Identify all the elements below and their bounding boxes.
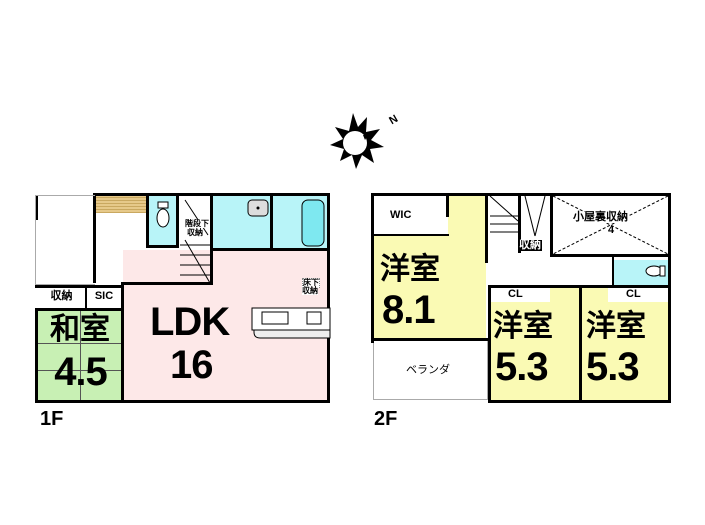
washitsu-name: 和室 — [50, 313, 110, 346]
washitsu-size: 4.5 — [54, 350, 108, 394]
floor-1-plan: 収納 SIC 階段下 収納 床下 収納 和室 4.5 LDK 16 — [30, 190, 360, 405]
floor-1-label: 1F — [40, 408, 64, 430]
wic-label: WIC — [390, 209, 412, 221]
bedroom-a-size: 5.3 — [495, 345, 549, 389]
compass: N — [320, 105, 410, 180]
bedroom-a-name: 洋室 — [493, 310, 553, 343]
cl-b-label: CL — [626, 288, 641, 300]
toilet-icon-2f — [645, 265, 666, 277]
cl-a-label: CL — [508, 288, 523, 300]
floor-2-label: 2F — [374, 408, 398, 430]
veranda-label: ベランダ — [406, 364, 450, 376]
master-size: 8.1 — [382, 288, 436, 332]
floor-2-plan: WIC 洋室 8.1 収納 小屋裏収納 4 CL CL 洋室 5.3 洋室 5.… — [368, 190, 673, 405]
attic-size: 4 — [608, 224, 615, 236]
staircase-2f — [489, 195, 546, 237]
bathtub-icon — [301, 199, 325, 247]
ldk-size: 16 — [170, 343, 213, 387]
wic-room — [373, 195, 448, 235]
kitchen-counter-icon — [251, 307, 331, 339]
sun-compass-icon — [330, 113, 384, 169]
storage-label-2f: 収納 — [518, 239, 542, 251]
toilet-icon — [156, 201, 170, 228]
attic-cross — [552, 195, 669, 255]
underfloor-storage-line2: 収納 — [302, 286, 318, 295]
bedroom-b-room — [582, 288, 670, 400]
staircase-1f — [180, 199, 211, 284]
bedroom-b-size: 5.3 — [586, 345, 640, 389]
bedroom-a-room — [490, 288, 580, 400]
master-name: 洋室 — [380, 253, 440, 286]
cl-b-room — [608, 288, 670, 302]
veranda-area — [373, 340, 488, 400]
attic-name: 小屋裏収納 — [573, 211, 628, 223]
under-stair-storage-line2: 収納 — [187, 228, 203, 237]
sic-label: SIC — [94, 290, 114, 302]
bedroom-b-name: 洋室 — [586, 310, 646, 343]
cl-a-room — [490, 288, 550, 302]
deck — [95, 195, 159, 213]
storage-label-1f: 収納 — [50, 290, 73, 302]
ldk-name: LDK — [150, 300, 230, 344]
under-stair-storage-line1: 階段下 — [185, 219, 209, 228]
sink-icon — [247, 199, 269, 217]
